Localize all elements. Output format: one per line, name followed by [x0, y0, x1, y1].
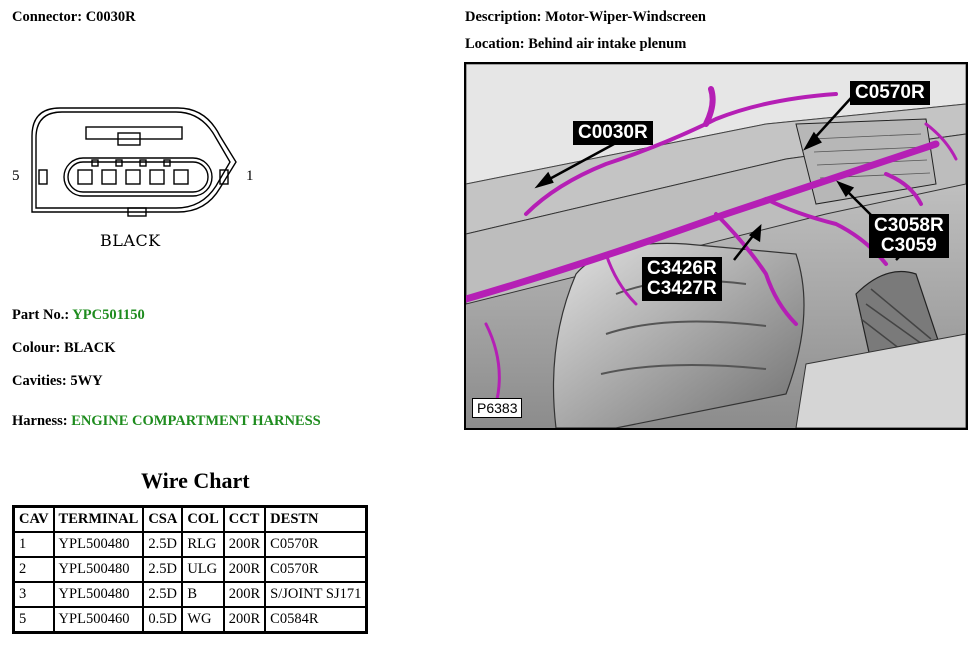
cavities-label: Cavities: — [12, 373, 67, 389]
connector-latch-tab — [117, 132, 141, 146]
cell-destn: C0570R — [265, 532, 367, 557]
connector-field: Connector: C0030R — [12, 9, 136, 26]
cell-terminal: YPL500460 — [53, 607, 144, 632]
cell-col: RLG — [182, 532, 224, 557]
location-photo: C0570R C0030R C3058R C3059 C3426R C3427R… — [464, 62, 968, 430]
location-field: Location: Behind air intake plenum — [465, 36, 686, 53]
cell-cct: 200R — [223, 607, 266, 632]
cell-col: B — [182, 582, 224, 607]
connector-cavities — [77, 159, 189, 185]
connector-bottom-key — [127, 207, 147, 217]
cell-terminal: YPL500480 — [53, 582, 144, 607]
cell-csa: 2.5D — [143, 582, 183, 607]
callout-c3059-label: C3059 — [880, 235, 937, 256]
cell-col: ULG — [182, 557, 224, 582]
cell-cav: 3 — [14, 582, 54, 607]
part-no-label: Part No.: — [12, 307, 70, 323]
table-row: 2 YPL500480 2.5D ULG 200R C0570R — [14, 557, 367, 582]
photo-reference-number: P6383 — [472, 398, 523, 418]
wire-chart-title: Wire Chart — [141, 468, 250, 493]
cell-cav: 1 — [14, 532, 54, 557]
cell-cav: 5 — [14, 607, 54, 632]
cell-cct: 200R — [223, 532, 266, 557]
connector-latch — [85, 126, 183, 140]
table-row: 1 YPL500480 2.5D RLG 200R C0570R — [14, 532, 367, 557]
cell-destn: C0570R — [265, 557, 367, 582]
connector-right-notch — [219, 169, 229, 185]
wire-chart-table: CAV TERMINAL CSA COL CCT DESTN 1 YPL5004… — [12, 505, 369, 634]
connector-value: C0030R — [85, 9, 136, 25]
callout-c3426r: C3426R C3427R — [642, 257, 722, 301]
description-field: Description: Motor-Wiper-Windscreen — [465, 9, 706, 26]
connector-label: Connector: — [12, 9, 83, 25]
cell-csa: 0.5D — [143, 607, 183, 632]
callout-c3427r-label: C3427R — [647, 278, 717, 299]
header-cav: CAV — [14, 507, 54, 532]
location-value: Behind air intake plenum — [528, 36, 687, 52]
table-row: 3 YPL500480 2.5D B 200R S/JOINT SJ171 — [14, 582, 367, 607]
connector-pin-housing — [63, 157, 213, 197]
description-value: Motor-Wiper-Windscreen — [545, 9, 706, 25]
harness-label: Harness: — [12, 413, 68, 429]
colour-value: BLACK — [63, 340, 116, 356]
cell-cct: 200R — [223, 582, 266, 607]
connector-inner-outline — [35, 111, 231, 209]
callout-c0030r-label: C0030R — [578, 122, 648, 143]
connector-outline — [31, 107, 237, 213]
cell-col: WG — [182, 607, 224, 632]
connector-pin-housing-inner — [67, 161, 209, 193]
harness-field: Harness: ENGINE COMPARTMENT HARNESS — [12, 413, 321, 430]
cell-destn: C0584R — [265, 607, 367, 632]
location-label: Location: — [465, 36, 525, 52]
colour-label: Colour: — [12, 340, 61, 356]
header-csa: CSA — [143, 507, 183, 532]
cell-terminal: YPL500480 — [53, 532, 144, 557]
callout-c0570r: C0570R — [850, 81, 930, 105]
callout-c0570r-label: C0570R — [855, 82, 925, 103]
pin-label-left: 5 — [12, 168, 20, 184]
callout-c0030r: C0030R — [573, 121, 653, 145]
callout-c3058r: C3058R C3059 — [869, 214, 949, 258]
cavities-field: Cavities: 5WY — [12, 373, 103, 390]
cavities-value: 5WY — [70, 373, 103, 389]
cell-csa: 2.5D — [143, 557, 183, 582]
colour-field: Colour: BLACK — [12, 340, 116, 357]
header-destn: DESTN — [265, 507, 367, 532]
diagram-caption: BLACK — [100, 231, 161, 250]
cell-terminal: YPL500480 — [53, 557, 144, 582]
cell-csa: 2.5D — [143, 532, 183, 557]
header-col: COL — [182, 507, 224, 532]
header-cct: CCT — [223, 507, 266, 532]
harness-link[interactable]: ENGINE COMPARTMENT HARNESS — [71, 413, 321, 429]
table-header-row: CAV TERMINAL CSA COL CCT DESTN — [14, 507, 367, 532]
header-terminal: TERMINAL — [53, 507, 144, 532]
connector-left-notch — [38, 169, 48, 185]
part-no-link[interactable]: YPC501150 — [72, 307, 145, 323]
harness-routing — [466, 86, 958, 406]
pin-label-right: 1 — [246, 168, 254, 184]
cell-destn: S/JOINT SJ171 — [265, 582, 367, 607]
cell-cav: 2 — [14, 557, 54, 582]
description-label: Description: — [465, 9, 542, 25]
part-no-field: Part No.: YPC501150 — [12, 307, 145, 324]
callout-c3426r-label: C3426R — [647, 258, 717, 279]
cell-cct: 200R — [223, 557, 266, 582]
connector-face-diagram: 5 1 — [12, 107, 254, 217]
callout-c3058r-label: C3058R — [874, 215, 944, 236]
table-row: 5 YPL500460 0.5D WG 200R C0584R — [14, 607, 367, 632]
